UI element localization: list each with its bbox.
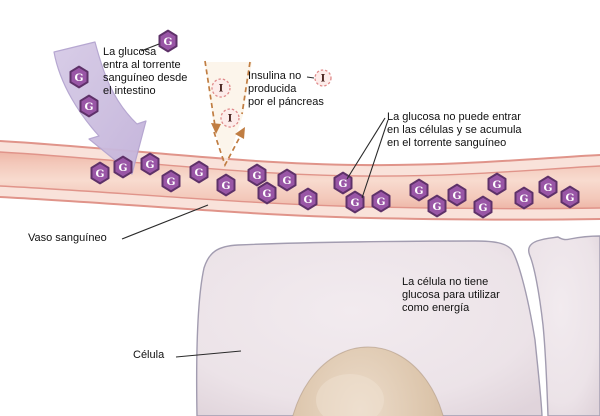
pointer-accumulate-2: [361, 119, 389, 199]
insulin-arrowhead-down: [211, 123, 221, 134]
insulin-particles: I I I: [211, 69, 332, 128]
glucose-icon: G: [140, 152, 160, 176]
label-glucose-accumulates: La glucosa no puede entrar en las célula…: [387, 111, 522, 149]
glucose-letter: G: [263, 188, 272, 200]
glucose-icon: G: [487, 172, 507, 196]
insulin-letter: I: [228, 114, 233, 125]
glucose-letter: G: [222, 180, 231, 192]
glucose-letter: G: [164, 36, 173, 48]
insulin-icon: I: [220, 108, 240, 128]
label-cell: Célula: [133, 349, 165, 361]
insulin-letter: I: [321, 74, 326, 85]
glucose-icon: G: [427, 194, 447, 218]
glucose-icon: G: [298, 187, 318, 211]
insulin-arrow-right: [241, 61, 251, 115]
glucose-icon: G: [90, 161, 110, 185]
pointer-glucose-label: [140, 43, 160, 52]
glucose-letter: G: [415, 185, 424, 197]
glucose-icon: G: [69, 65, 89, 89]
glucose-letter: G: [339, 178, 348, 190]
label-glucose-entry: La glucosa entra al torrente sanguíneo d…: [103, 46, 188, 97]
glucose-letter: G: [119, 162, 128, 174]
glucose-letter: G: [433, 201, 442, 213]
pointer-accumulate-1: [346, 117, 386, 180]
glucose-letter: G: [377, 196, 386, 208]
glucose-icon: G: [345, 190, 365, 214]
glucose-icon: G: [161, 169, 181, 193]
glucose-letter: G: [253, 170, 262, 182]
insulin-icon: I: [211, 78, 231, 98]
glucose-icon: G: [247, 163, 267, 187]
insulin-arrow-left: [204, 60, 216, 127]
glucose-letter: G: [75, 72, 84, 84]
cell-body: [195, 240, 543, 416]
glucose-letter: G: [493, 179, 502, 191]
glucose-icon: G: [538, 175, 558, 199]
label-insulin-absent: Insulina no producida por el páncreas: [248, 70, 324, 108]
glucose-icon: G: [158, 29, 178, 53]
glucose-letter: G: [85, 101, 94, 113]
glucose-letter: G: [520, 193, 529, 205]
glucose-icon: G: [447, 183, 467, 207]
glucose-letter: G: [544, 182, 553, 194]
glucose-icon: G: [257, 181, 277, 205]
glucose-icon: G: [189, 160, 209, 184]
glucose-letter: G: [96, 168, 105, 180]
pointer-lines: [121, 43, 389, 358]
label-cell-no-energy: La célula no tiene glucosa para utilizar…: [402, 276, 500, 314]
glucose-letter: G: [146, 159, 155, 171]
pointer-vessel: [121, 204, 209, 240]
glucose-letter: G: [479, 202, 488, 214]
cell-neighbor: [528, 235, 600, 416]
pointer-insulin-dash: [306, 76, 315, 79]
glucose-icon: G: [514, 186, 534, 210]
glucose-letter: G: [566, 192, 575, 204]
glucose-letter: G: [304, 194, 313, 206]
glucose-letter: G: [453, 190, 462, 202]
insulin-icon: I: [314, 69, 332, 87]
cells: [195, 235, 600, 416]
insulin-arrowhead-up: [235, 127, 245, 139]
label-blood-vessel: Vaso sanguíneo: [28, 232, 107, 244]
glucose-letter: G: [195, 167, 204, 179]
glucose-letter: G: [351, 197, 360, 209]
insulin-letter: I: [219, 84, 224, 95]
glucose-icon: G: [113, 155, 133, 179]
nucleus-highlight: [316, 374, 384, 416]
insulin-arrow-bounce: [213, 130, 244, 168]
glucose-icon: G: [409, 178, 429, 202]
glucose-icon: G: [371, 189, 391, 213]
glucose-letter: G: [283, 175, 292, 187]
glucose-icon: G: [560, 185, 580, 209]
glucose-icon: G: [79, 94, 99, 118]
glucose-icon: G: [216, 173, 236, 197]
glucose-icon: G: [277, 168, 297, 192]
glucose-letter: G: [167, 176, 176, 188]
blood-vessel: [0, 140, 600, 221]
pointer-cell: [175, 350, 242, 358]
glucose-icon: G: [473, 195, 493, 219]
